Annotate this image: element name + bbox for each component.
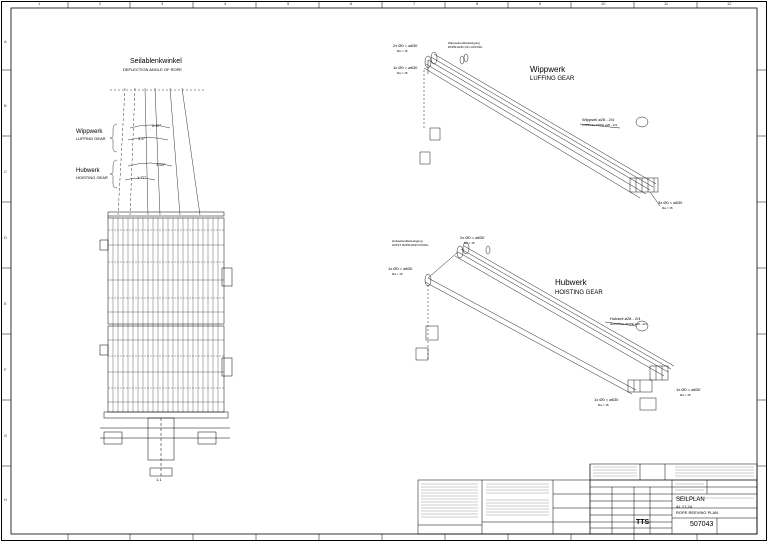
- deflection-angle-4: 1.77°: [137, 175, 147, 180]
- side-tick-h: H: [4, 497, 7, 502]
- hoisting-sheave-top-sub: Ra = 15: [464, 241, 475, 245]
- deflection-luffing-label: Wippwerk: [76, 129, 103, 135]
- title-block-number: 507043: [690, 521, 714, 528]
- hoisting-sheave-bottom-left-sub: Ra = 15: [598, 403, 609, 407]
- deflection-angle-2: 3.5°: [138, 136, 146, 141]
- title-block-title: SEILPLAN: [676, 497, 705, 503]
- top-tick-5: 5: [287, 1, 290, 6]
- hoisting-isometric: [415, 241, 675, 411]
- trolley-bottom-label: 1.1: [156, 477, 162, 482]
- top-tick-1: 1: [38, 1, 41, 6]
- side-tick-c: C: [4, 169, 7, 174]
- hoisting-note-2: HOIST ROPE END FIXING: [392, 243, 429, 247]
- deflection-hoisting-label-en: HOISTING GEAR: [76, 175, 108, 180]
- top-tick-4: 4: [224, 1, 227, 6]
- title-block-grid: [417, 463, 758, 535]
- top-tick-12: 12: [727, 1, 732, 6]
- title-block-logo: TTS: [636, 519, 650, 526]
- side-tick-d: D: [4, 235, 7, 240]
- side-tick-b: B: [4, 103, 7, 108]
- title-block-line-3: ROPE REEVING PLAN: [676, 510, 719, 515]
- deflection-title: Seilablenkwinkel: [130, 58, 182, 65]
- luffing-sheave-bottom: 3x Ø0 = ø630: [658, 200, 683, 205]
- top-tick-3: 3: [161, 1, 164, 6]
- hoisting-sheave-bottom-right-sub: Ra = 15: [680, 393, 691, 397]
- side-tick-e: E: [4, 301, 7, 306]
- top-tick-2: 2: [99, 1, 102, 6]
- top-tick-11: 11: [664, 1, 669, 6]
- hoisting-sheave-left-sub: Ra = 15: [392, 272, 403, 276]
- hoisting-title: Hubwerk: [555, 278, 587, 287]
- luffing-rope-label: Wippseil ø28 - 2/4: [582, 117, 615, 122]
- luffing-title-en: LUFFING GEAR: [530, 76, 575, 82]
- top-tick-8: 8: [476, 1, 479, 6]
- luffing-title: Wippwerk: [530, 65, 566, 74]
- luffing-sheave-left: 1x Ø0 = ø630: [393, 65, 418, 70]
- hoisting-rope-label-en: HOISTING ROPE ø28 - 2/4: [610, 322, 647, 326]
- deflection-angle-1: 2.37°: [152, 123, 162, 128]
- side-tick-g: G: [4, 433, 8, 438]
- deflection-luffing-label-en: LUFFING GEAR: [76, 136, 106, 141]
- top-tick-10: 10: [601, 1, 606, 6]
- trolley-elevation: [99, 211, 233, 478]
- top-tick-9: 9: [539, 1, 542, 6]
- luffing-sheave-top: 2x Ø0 = ø630: [393, 43, 418, 48]
- luffing-sheave-top-sub: Ra = 15: [397, 49, 408, 53]
- hoisting-title-en: HOISTING GEAR: [555, 290, 603, 296]
- deflection-angle-3: 3.63°: [156, 162, 166, 167]
- luffing-note-1: Wippseilendbefestigung: [448, 41, 480, 45]
- hoisting-sheave-top: 2x Ø0 = ø630: [460, 235, 485, 240]
- top-tick-6: 6: [350, 1, 353, 6]
- luffing-sheave-bottom-sub: Ra = 15: [662, 206, 673, 210]
- title-block-fine-print: [421, 466, 754, 518]
- deflection-lines: [109, 87, 205, 216]
- inner-frame: [10, 7, 758, 535]
- hoisting-sheave-bottom-left: 1x Ø0 = ø630: [594, 397, 619, 402]
- hoisting-rope-label: Hubseil ø28 - 2/4: [610, 316, 641, 321]
- hoisting-sheave-left: 1x Ø0 = ø630: [388, 266, 413, 271]
- luffing-isometric: [419, 51, 661, 207]
- luffing-rope-label-en: LUFFING ROPE ø28 - 2/4: [582, 123, 618, 127]
- title-block-line-2: AL 17-24: [676, 504, 693, 509]
- deflection-title-en: DEFLECTION ANGLE OF ROPE: [123, 67, 182, 72]
- deflection-hoisting-label: Hubwerk: [76, 168, 100, 174]
- side-tick-f: F: [4, 367, 7, 372]
- luffing-note-2: ROPE END OF LUFFING: [448, 45, 483, 49]
- top-tick-7: 7: [413, 1, 416, 6]
- luffing-sheave-left-sub: Ra = 15: [397, 71, 408, 75]
- hoisting-note-1: Hubseilendbefestigung: [392, 239, 423, 243]
- hoisting-sheave-bottom-right: 1x Ø0 = ø630: [676, 387, 701, 392]
- side-tick-a: A: [4, 39, 7, 44]
